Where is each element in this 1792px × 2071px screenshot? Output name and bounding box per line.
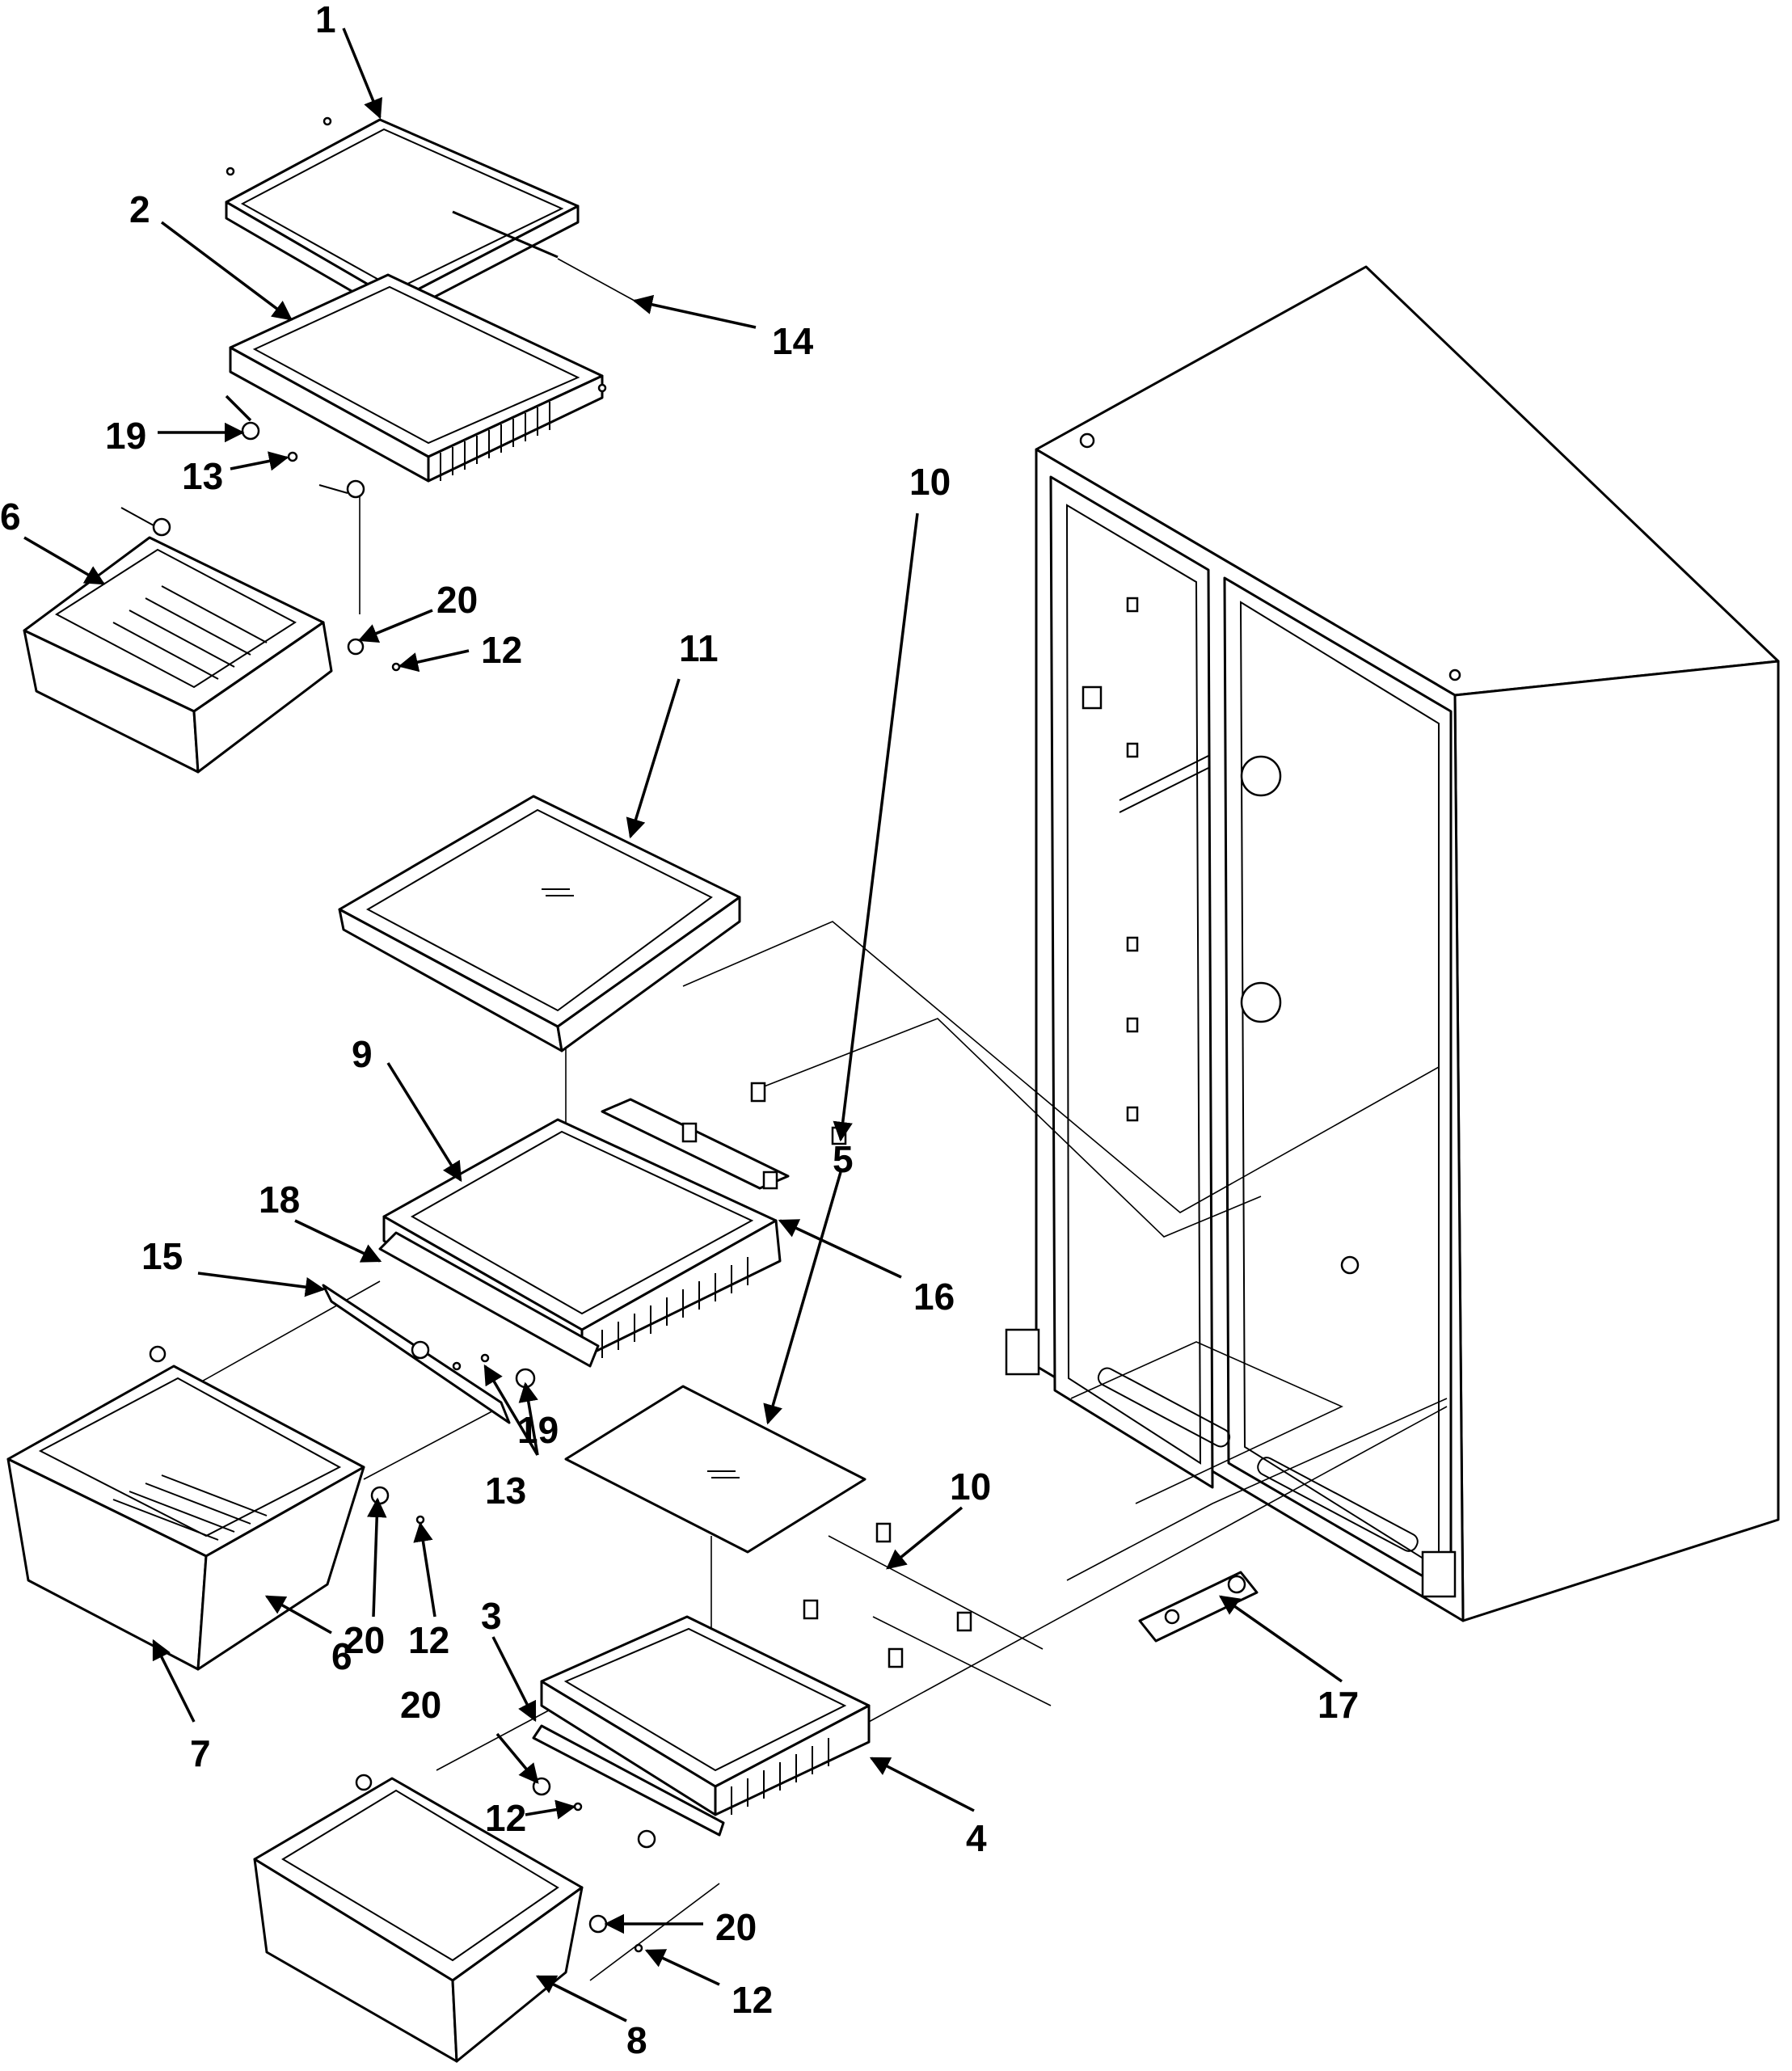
bin-slats <box>440 402 550 481</box>
callout-7: 7 <box>190 1732 211 1774</box>
callout-19-top: 19 <box>105 415 146 457</box>
callout-19-middle: 19 <box>517 1409 559 1451</box>
callout-20-bottom: 20 <box>715 1906 757 1948</box>
callout-11: 11 <box>679 627 719 669</box>
callout-6-top: 6 <box>0 496 21 538</box>
callout-20-middle: 20 <box>344 1619 385 1661</box>
callout-14: 14 <box>772 320 814 362</box>
callout-20-top: 20 <box>436 579 478 621</box>
callout-2: 2 <box>129 188 150 230</box>
callout-9: 9 <box>352 1033 373 1075</box>
callout-16: 16 <box>913 1276 955 1318</box>
crisper-drawer-part-8 <box>253 1777 584 2063</box>
shelf-assembly-part-3 <box>532 1615 871 1837</box>
top-fasteners <box>120 421 365 537</box>
bracket-part-17 <box>1138 1571 1259 1643</box>
callout-4: 4 <box>966 1817 987 1859</box>
callout-labels: 1 2 14 19 13 6 20 12 11 10 9 18 15 16 5 … <box>0 0 1359 2061</box>
glass-shelf-part-11 <box>338 795 741 1052</box>
shelf-assembly-part-2 <box>229 273 607 483</box>
refrigerator-cabinet <box>1005 265 1780 1622</box>
callout-18: 18 <box>259 1179 300 1221</box>
callout-12-lower: 12 <box>485 1797 526 1839</box>
assembly-guide-lines <box>185 258 1448 1981</box>
callout-leaders <box>23 27 1343 2022</box>
bin-slats <box>601 1257 748 1358</box>
callout-3: 3 <box>481 1595 502 1637</box>
callout-20-lower: 20 <box>400 1684 441 1726</box>
crisper-drawer-part-6-top <box>23 536 401 774</box>
crisper-drawer-part-6-middle <box>6 1364 365 1671</box>
callout-5: 5 <box>833 1138 854 1180</box>
callout-12-bottom: 12 <box>732 1979 773 2021</box>
callout-17: 17 <box>1318 1684 1359 1726</box>
callout-8: 8 <box>626 2019 647 2061</box>
callout-15: 15 <box>141 1235 183 1277</box>
shelf-assembly-part-9 <box>382 1098 790 1360</box>
callout-13-top: 13 <box>182 455 223 497</box>
callout-13-middle: 13 <box>485 1470 526 1512</box>
lower-fasteners <box>355 1774 656 1953</box>
callout-6-middle: 6 <box>331 1635 352 1677</box>
callout-10-upper: 10 <box>909 461 951 503</box>
callout-12-top: 12 <box>481 629 522 671</box>
callout-1: 1 <box>315 0 336 40</box>
rail-part-18 <box>378 1231 600 1368</box>
callout-10-lower: 10 <box>950 1466 991 1508</box>
glass-insert-part-5 <box>564 1385 866 1554</box>
callout-12-middle: 12 <box>408 1619 449 1661</box>
